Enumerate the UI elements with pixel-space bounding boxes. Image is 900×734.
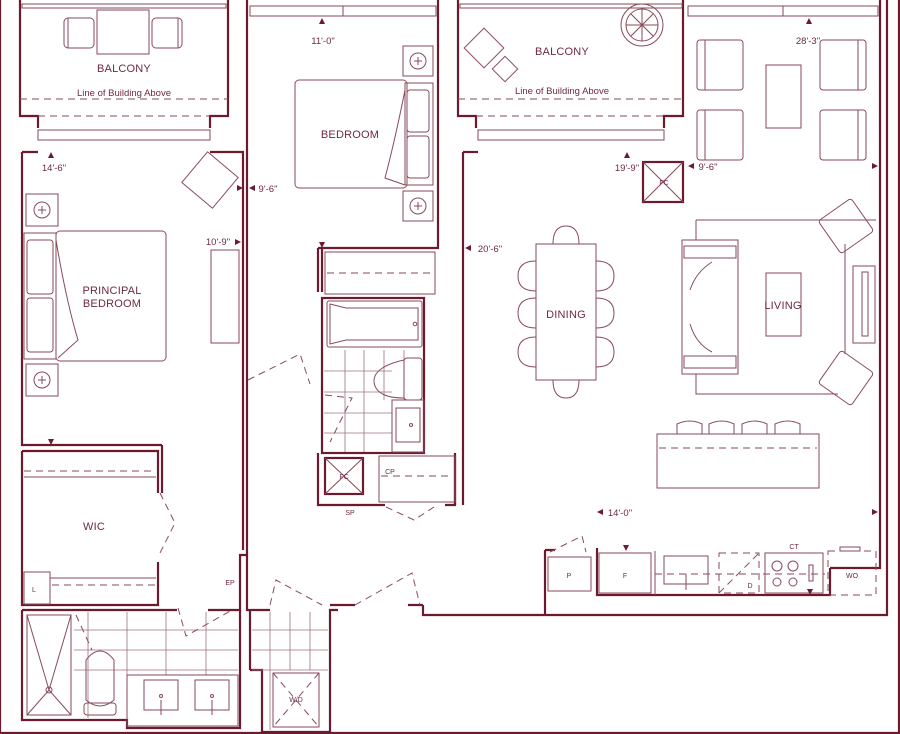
dimension-arrows bbox=[48, 18, 878, 595]
bath2-fixtures bbox=[247, 300, 425, 453]
cooktop-label: CT bbox=[789, 544, 799, 551]
room-label-wic: WIC bbox=[83, 521, 105, 533]
wic-shelving bbox=[23, 470, 176, 605]
fc-label-bath: FC bbox=[339, 474, 348, 481]
fridge-label: F bbox=[623, 573, 627, 580]
room-label-principal-line2: BEDROOM bbox=[83, 298, 141, 310]
cp-closet bbox=[378, 455, 456, 521]
balcony-left-furniture bbox=[63, 9, 183, 55]
dim-principal-depth: 10'-9" bbox=[206, 237, 230, 248]
fc-closet bbox=[323, 456, 365, 496]
line-of-building-left-label: Line of Building Above bbox=[77, 88, 171, 99]
kitchen-counter bbox=[547, 535, 877, 596]
line-of-building-right-label: Line of Building Above bbox=[515, 86, 609, 97]
principal-bedroom-furniture bbox=[23, 151, 240, 397]
dining-table bbox=[517, 225, 615, 399]
kitchen-island bbox=[656, 420, 820, 489]
ensuite-fixtures bbox=[26, 607, 239, 727]
cp-label: CP bbox=[385, 469, 395, 476]
dim-living-width: 28'-3" bbox=[796, 36, 820, 47]
linen-label: L bbox=[32, 587, 36, 594]
fc-label-top: FC bbox=[659, 180, 668, 187]
dim-dining-width: 19'-9" bbox=[615, 163, 639, 174]
pantry-label: P bbox=[567, 573, 572, 580]
sp-label: SP bbox=[345, 510, 355, 517]
ep-label: EP bbox=[225, 580, 235, 587]
living-upper-chairs bbox=[696, 39, 867, 161]
room-label-bedroom: BEDROOM bbox=[321, 129, 379, 141]
wd-label: W/D bbox=[289, 697, 303, 704]
planter-icon bbox=[626, 9, 658, 41]
dim-kitchen-depth: 14'-0" bbox=[608, 508, 632, 519]
dim-principal-width: 14'-6" bbox=[42, 163, 66, 174]
dim-bedroom-depth: 9'-6" bbox=[259, 184, 278, 195]
fc-top-cross bbox=[642, 161, 684, 203]
line-of-building-above: Line of Building Above Line of Building … bbox=[20, 86, 683, 117]
balcony-right-furniture bbox=[463, 3, 664, 83]
laundry-closet bbox=[252, 572, 421, 730]
room-label-dining: DINING bbox=[546, 309, 586, 321]
dishwasher-label: D bbox=[747, 583, 752, 590]
dim-living-depth: 9'-6" bbox=[699, 162, 718, 173]
room-label-living: LIVING bbox=[764, 300, 801, 312]
room-label-balcony-right: BALCONY bbox=[535, 46, 589, 58]
room-label-principal-line1: PRINCIPAL bbox=[82, 285, 141, 297]
dim-dining-depth: 20'-6" bbox=[478, 244, 502, 255]
room-label-balcony-left: BALCONY bbox=[97, 63, 151, 75]
bedroom-furniture bbox=[294, 45, 436, 295]
wall-oven-label: WO bbox=[846, 573, 859, 580]
living-furniture bbox=[681, 198, 876, 406]
windows bbox=[21, 3, 879, 141]
dim-bedroom-width: 11'-0" bbox=[311, 36, 335, 47]
